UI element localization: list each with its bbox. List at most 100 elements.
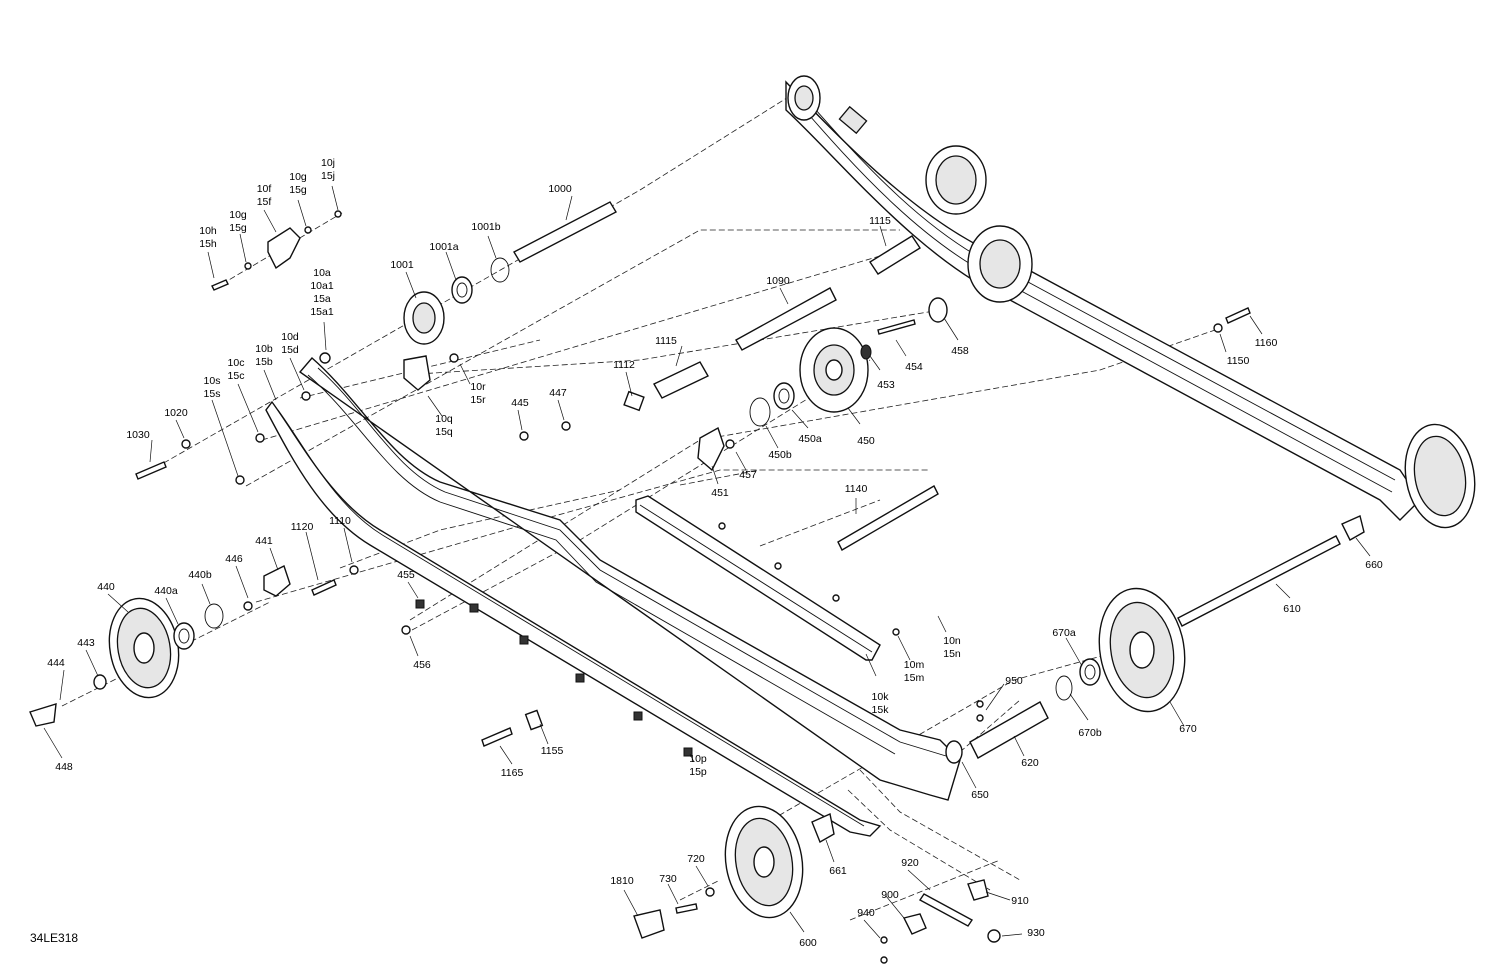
part-label-455: 455 (397, 569, 415, 581)
part-label-600: 600 (799, 937, 817, 949)
part-label-line: 1001b (471, 221, 500, 233)
part-label-line: 1120 (291, 521, 314, 533)
part-label-line: 15r (470, 394, 486, 406)
part-label-line: 930 (1027, 927, 1045, 939)
part-label-line: 670 (1179, 723, 1197, 735)
part-label-line: 10f (257, 183, 272, 195)
part-label-line: 15q (435, 426, 453, 438)
part-label-457: 457 (739, 469, 757, 481)
part-label-line: 10b (255, 343, 273, 355)
part-label-444: 444 (47, 657, 65, 669)
part-label-line: 610 (1283, 603, 1301, 615)
part-label-line: 10h (199, 225, 217, 237)
part-label-line: 730 (659, 873, 677, 885)
part-label-line: 15a (313, 293, 331, 305)
part-label-450: 450 (857, 435, 875, 447)
part-label-line: 448 (55, 761, 73, 773)
part-label-line: 446 (225, 553, 243, 565)
part-label-line: 1150 (1227, 355, 1250, 367)
part-label-453: 453 (877, 379, 895, 391)
part-label-920: 920 (901, 857, 919, 869)
part-label-1120: 1120 (291, 521, 314, 533)
part-label-650: 650 (971, 789, 989, 801)
part-label-line: 15n (943, 648, 961, 660)
part-label-670: 670 (1179, 723, 1197, 735)
part-label-line: 920 (901, 857, 919, 869)
part-label-line: 15p (689, 766, 707, 778)
part-label-line: 445 (511, 397, 529, 409)
part-label-910: 910 (1011, 895, 1029, 907)
part-label-1160: 1160 (1255, 337, 1278, 349)
brackets (29, 227, 1365, 939)
part-label-line: 15b (255, 356, 273, 368)
part-label-line: 456 (413, 659, 431, 671)
left-rail-assembly (265, 352, 961, 837)
cross-brace (635, 495, 881, 661)
part-label-450a: 450a (798, 433, 822, 445)
part-label-line: 10j (321, 157, 335, 169)
part-label-line: 1110 (329, 515, 351, 527)
part-label-1110: 1110 (329, 515, 351, 527)
part-label-line: 1001 (390, 259, 414, 271)
part-label-1020: 1020 (164, 407, 188, 419)
leader-lines (43, 185, 1371, 939)
rear-rail-assembly (785, 80, 1421, 521)
part-label-line: 440a (154, 585, 178, 597)
part-label-line: 15f (257, 196, 272, 208)
part-label-line: 450a (798, 433, 822, 445)
part-label-line: 440b (188, 569, 212, 581)
part-label-line: 650 (971, 789, 989, 801)
part-label-440b: 440b (188, 569, 212, 581)
part-label-440: 440 (97, 581, 115, 593)
part-label-447: 447 (549, 387, 567, 399)
part-label-446: 446 (225, 553, 243, 565)
part-label-1001b: 1001b (471, 221, 500, 233)
part-label-900: 900 (881, 889, 899, 901)
part-label-1001a: 1001a (429, 241, 458, 253)
part-label-line: 450 (857, 435, 875, 447)
part-label-720: 720 (687, 853, 705, 865)
part-label-line: 1000 (548, 183, 572, 195)
part-label-1165: 1165 (501, 767, 524, 779)
part-label-line: 1030 (126, 429, 150, 441)
part-label-950: 950 (1005, 675, 1023, 687)
part-label-line: 15c (228, 370, 245, 382)
part-label-930: 930 (1027, 927, 1045, 939)
part-label-line: 1155 (541, 745, 564, 757)
part-label-line: 15g (229, 222, 247, 234)
bolts (135, 210, 1251, 964)
part-label-line: 10a (313, 267, 331, 279)
part-label-1150: 1150 (1227, 355, 1250, 367)
part-label-line: 1112 (613, 359, 635, 371)
part-label-line: 1090 (766, 275, 790, 287)
part-label-661: 661 (829, 865, 847, 877)
part-label-440a: 440a (154, 585, 178, 597)
part-label-line: 440 (97, 581, 115, 593)
part-label-line: 1140 (845, 483, 868, 495)
part-label-line: 450b (768, 449, 792, 461)
part-label-line: 670b (1078, 727, 1102, 739)
part-label-line: 443 (77, 637, 95, 649)
part-label-line: 453 (877, 379, 895, 391)
part-label-670b: 670b (1078, 727, 1102, 739)
part-label-line: 720 (687, 853, 705, 865)
part-label-line: 900 (881, 889, 899, 901)
part-label-450b: 450b (768, 449, 792, 461)
part-label-1112: 1112 (613, 359, 635, 371)
part-label-line: 661 (829, 865, 847, 877)
part-label-1090: 1090 (766, 275, 790, 287)
part-label-line: 15d (281, 344, 299, 356)
part-label-448: 448 (55, 761, 73, 773)
wheels (108, 75, 1476, 919)
